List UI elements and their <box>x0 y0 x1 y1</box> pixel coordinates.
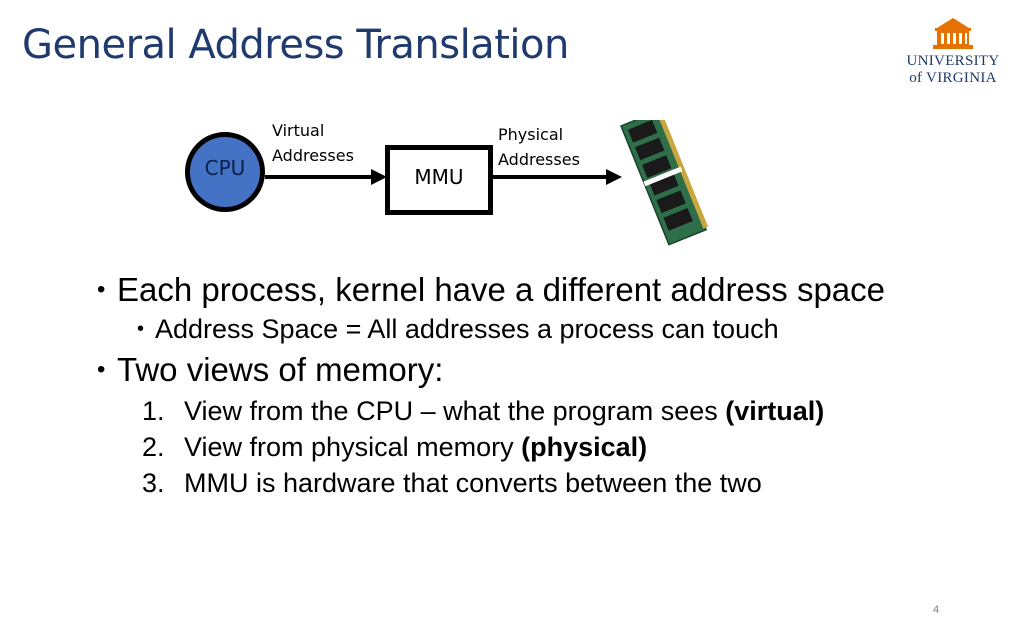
sub-bullet-item: •Address Space = All addresses a process… <box>137 314 779 344</box>
virtual-label-line2: Addresses <box>272 146 354 165</box>
numbered-text: View from the CPU – what the program see… <box>184 396 726 426</box>
university-logo: UNIVERSITY of VIRGINIA <box>893 16 1013 88</box>
numbered-text: View from physical memory <box>184 432 522 462</box>
physical-label-line1: Physical <box>498 125 564 144</box>
physical-label-line2: Addresses <box>498 150 580 169</box>
numbered-emphasis: (virtual) <box>725 396 825 426</box>
numbered-text: MMU is hardware that converts between th… <box>184 468 762 498</box>
virtual-label-line1: Virtual <box>272 121 325 140</box>
logo-line1: UNIVERSITY <box>906 53 1000 69</box>
bullet-item: •Two views of memory: <box>97 351 444 388</box>
numbered-item: 3.MMU is hardware that converts between … <box>142 468 762 498</box>
rotunda-icon <box>933 18 973 49</box>
page-number: 4 <box>933 604 940 616</box>
mmu-node: MMU <box>385 145 493 215</box>
virtual-arrow <box>265 169 387 185</box>
bullet-item: •Each process, kernel have a different a… <box>97 271 886 308</box>
bullet-text: Two views of memory: <box>117 351 444 388</box>
numbered-emphasis: (physical) <box>521 432 648 462</box>
cpu-node: CPU <box>185 132 265 212</box>
slide-title: General Address Translation <box>22 22 569 68</box>
sub-bullet-text: Address Space = All addresses a process … <box>155 314 779 344</box>
numbered-item: 1.View from the CPU – what the program s… <box>142 396 825 426</box>
logo-line2: of VIRGINIA <box>909 70 997 86</box>
physical-arrow <box>492 169 622 185</box>
bullet-text: Each process, kernel have a different ad… <box>117 271 886 308</box>
ram-module-icon <box>620 120 709 246</box>
bullet-list: •Each process, kernel have a different a… <box>95 272 995 501</box>
address-translation-diagram: CPU Virtual Addresses MMU Physical Addre… <box>0 110 1024 260</box>
numbered-item: 2.View from physical memory (physical) <box>142 432 648 462</box>
